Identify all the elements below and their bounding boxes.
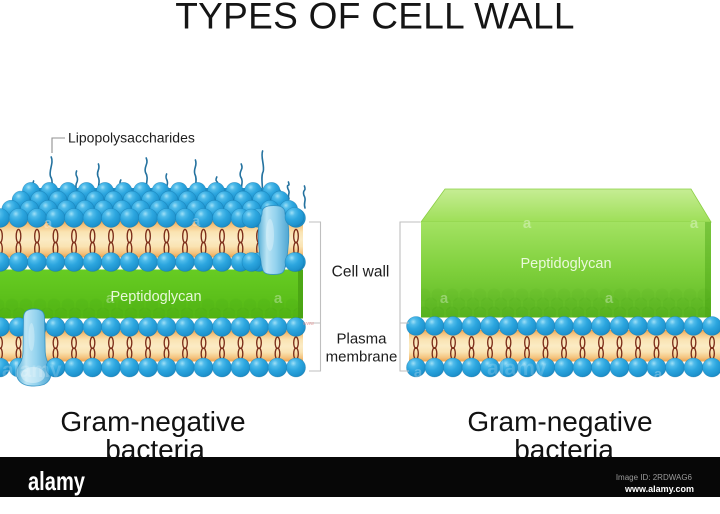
svg-text:a: a (654, 366, 663, 383)
svg-text:a: a (192, 213, 201, 230)
svg-text:Peptidoglycan: Peptidoglycan (520, 256, 611, 272)
svg-text:alamy: alamy (487, 357, 547, 380)
svg-text:Peptidoglycan: Peptidoglycan (110, 289, 201, 305)
svg-text:alamy: alamy (2, 359, 62, 382)
svg-text:Plasma: Plasma (336, 331, 387, 348)
svg-text:Lipopolysaccharides: Lipopolysaccharides (68, 130, 195, 146)
svg-text:Gram-negative: Gram-negative (467, 406, 652, 437)
svg-text:a: a (440, 290, 449, 307)
svg-text:TYPES OF CELL WALL: TYPES OF CELL WALL (175, 0, 575, 37)
svg-text:a: a (44, 215, 53, 232)
svg-text:www: www (303, 321, 314, 327)
svg-text:a: a (274, 290, 283, 307)
svg-text:www.alamy.com: www.alamy.com (624, 484, 694, 494)
svg-text:Cell wall: Cell wall (332, 263, 390, 280)
svg-text:a: a (414, 364, 423, 381)
svg-text:a: a (690, 215, 699, 232)
svg-text:Image ID: 2RDWAG6: Image ID: 2RDWAG6 (616, 473, 693, 482)
svg-text:membrane: membrane (326, 348, 398, 365)
svg-text:Gram-negative: Gram-negative (60, 406, 245, 437)
svg-text:a: a (523, 215, 532, 232)
svg-text:alamy: alamy (28, 466, 85, 496)
svg-text:a: a (605, 290, 614, 307)
svg-text:a: a (106, 290, 115, 307)
